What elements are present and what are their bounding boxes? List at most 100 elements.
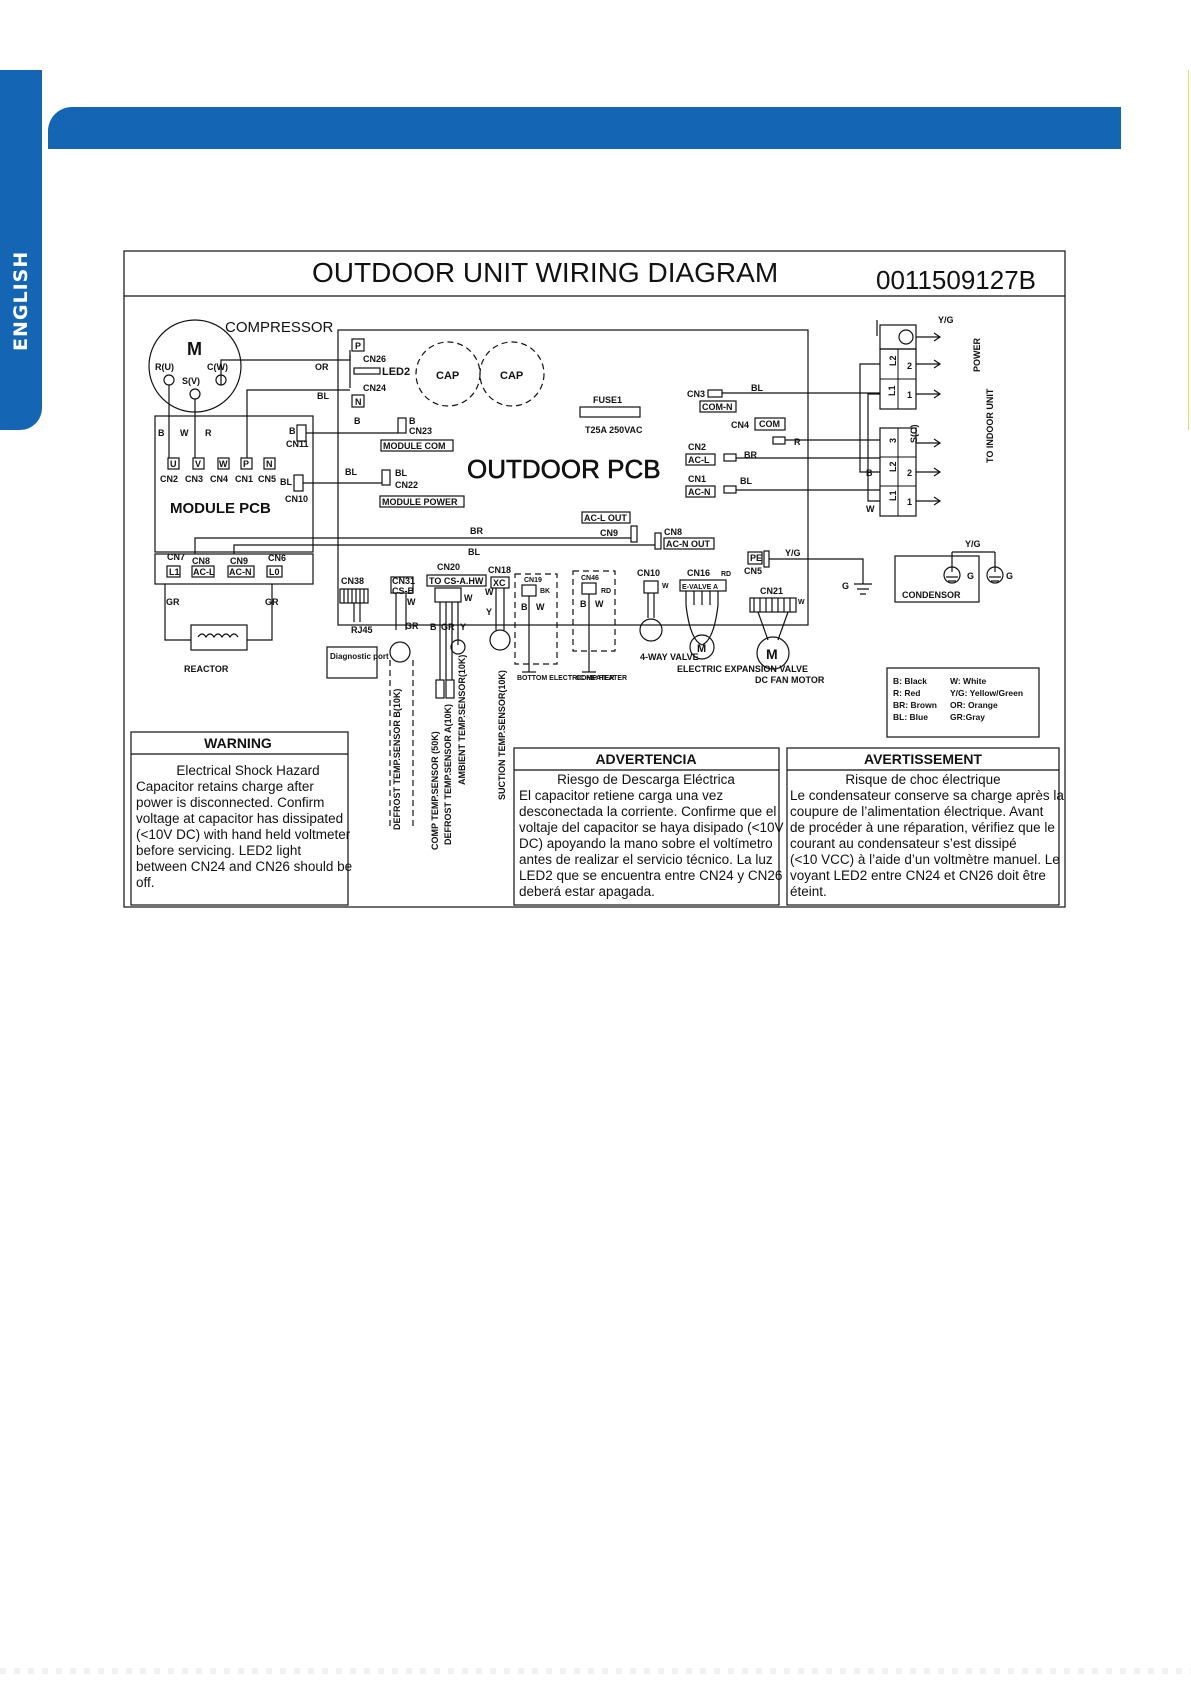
sensor-defrost-b: DEFROST TEMP.SENSOR B(10K) [392,689,402,830]
svg-text:COM: COM [759,419,780,429]
svg-text:(<10 VCC) à l’aide d’un voltmè: (<10 VCC) à l’aide d’un voltmètre manuel… [790,852,1060,867]
svg-text:coupure de l’alimentation élec: coupure de l’alimentation électrique. Av… [790,804,1044,819]
svg-text:OR: Orange: OR: Orange [950,700,998,710]
svg-text:BR: BR [744,450,757,460]
svg-text:CN10: CN10 [637,568,660,578]
svg-text:AC-N OUT: AC-N OUT [666,539,710,549]
svg-text:WARNING: WARNING [204,735,272,751]
diagnostic-port-label: Diagnostic port [330,652,389,661]
power-label: POWER [972,337,982,372]
svg-text:CN11: CN11 [286,439,309,449]
bottom-heater-label: BOTTOM ELECTRIC HEATER [517,675,614,682]
sensor-suction: SUCTION TEMP.SENSOR(10K) [497,670,507,800]
svg-text:off.: off. [136,875,155,890]
label-ru: R(U) [155,362,174,372]
svg-text:CN38: CN38 [341,576,364,586]
svg-text:CN8: CN8 [192,556,210,566]
reactor-box [190,624,248,651]
footer-faint-text [0,1668,1191,1674]
svg-text:CN26: CN26 [363,354,386,364]
svg-text:CN24: CN24 [363,383,386,393]
diagnostic-port-box [326,646,378,679]
module-pcb-label: MODULE PCB [170,500,271,517]
svg-text:CN18: CN18 [488,565,511,575]
svg-text:W: W [595,599,604,609]
eev-motor-circle [689,634,715,660]
svg-text:B: B [354,416,361,426]
outdoor-pcb-label: OUTDOOR PCB [467,454,661,484]
svg-text:M: M [697,643,706,655]
svg-text:BL: BL [345,467,357,477]
svg-text:CS-B: CS-B [392,586,414,596]
svg-text:W: W [485,587,494,597]
svg-text:B: B [289,426,296,436]
capacitor-2 [479,341,545,407]
svg-text:CN3: CN3 [185,474,203,484]
sensor-comp: COMP TEMP.SENSOR (50K) [430,731,440,850]
svg-text:BR: Brown: BR: Brown [893,700,937,710]
svg-text:CN4: CN4 [210,474,228,484]
svg-text:CN6: CN6 [268,553,286,563]
svg-text:W: White: W: White [950,676,986,686]
warning-box-fr: AVERTISSEMENT Risque de choc électrique … [786,747,1064,906]
sensor-ambient: AMBIENT TEMP.SENSOR(10K) [457,655,467,785]
svg-text:courant au condensateur s’est: courant au condensateur s’est dissipé [790,836,1017,851]
svg-text:AC-L: AC-L [193,567,215,577]
svg-text:MODULE POWER: MODULE POWER [382,497,458,507]
svg-text:2: 2 [907,361,912,371]
svg-text:L1: L1 [888,490,898,501]
svg-text:CN8: CN8 [664,527,682,537]
svg-text:CN1: CN1 [688,474,706,484]
svg-text:GR: GR [441,622,455,632]
svg-text:ELECTRIC EXPANSION VALVE: ELECTRIC EXPANSION VALVE [677,664,808,674]
svg-text:AC-L OUT: AC-L OUT [584,513,627,523]
svg-text:1: 1 [907,390,912,400]
svg-text:CN9: CN9 [230,556,248,566]
warning-box-en: WARNING Electrical Shock Hazard Capacito… [130,731,352,906]
fuse-box [579,406,641,418]
svg-text:CN22: CN22 [395,480,418,490]
svg-text:L0: L0 [269,567,280,577]
svg-text:W: W [180,428,189,438]
svg-text:AC-N: AC-N [688,487,711,497]
label-cw: C(W) [207,362,228,372]
svg-text:CN21: CN21 [760,586,783,596]
svg-text:BL: BL [317,391,329,401]
svg-text:TO CS-A.HW: TO CS-A.HW [429,576,484,586]
svg-text:G: G [1006,571,1013,581]
svg-text:G: G [967,571,974,581]
warning-box-es: ADVERTENCIA Riesgo de Descarga Eléctrica… [513,747,784,906]
svg-text:power is disconnected. Confirm: power is disconnected. Confirm [136,795,324,810]
reactor-label: REACTOR [184,664,229,674]
svg-text:B: Black: B: Black [893,676,927,686]
svg-text:CN2: CN2 [160,474,178,484]
svg-text:CN3: CN3 [687,389,705,399]
language-side-tab: ENGLISH [0,70,42,430]
sensor-defrost-a: DEFROST TEMP.SENSOR A(10K) [443,704,453,845]
svg-text:OR: OR [315,362,329,372]
svg-text:Y: Y [460,622,466,632]
compressor-m: M [187,339,202,359]
svg-text:CAP: CAP [436,370,459,382]
svg-text:L2: L2 [888,355,898,366]
svg-text:ADVERTENCIA: ADVERTENCIA [595,751,696,767]
svg-text:LED2 que se encuentra entre CN: LED2 que se encuentra entre CN24 y CN26 [519,868,782,883]
svg-text:between CN24 and CN26 should b: between CN24 and CN26 should be [136,859,352,874]
compressor-label: COMPRESSOR [225,319,334,336]
svg-text:MODULE COM: MODULE COM [383,441,446,451]
svg-text:voltaje del capacitor se haya: voltaje del capacitor se haya disipado (… [519,820,784,835]
svg-text:3: 3 [888,438,898,443]
svg-text:CN31: CN31 [392,576,415,586]
svg-text:W: W [662,583,669,590]
svg-text:CN7: CN7 [167,552,185,562]
svg-text:GR:Gray: GR:Gray [950,712,985,722]
svg-text:CN20: CN20 [437,562,460,572]
svg-text:L1: L1 [887,385,897,396]
svg-text:W: W [464,593,473,603]
condensor-box [894,555,980,603]
svg-text:2: 2 [907,468,912,478]
svg-text:W: W [219,459,228,469]
svg-text:W: W [407,597,416,607]
to-indoor-label: TO INDOOR UNIT [985,388,995,463]
svg-text:AC-N: AC-N [229,567,252,577]
